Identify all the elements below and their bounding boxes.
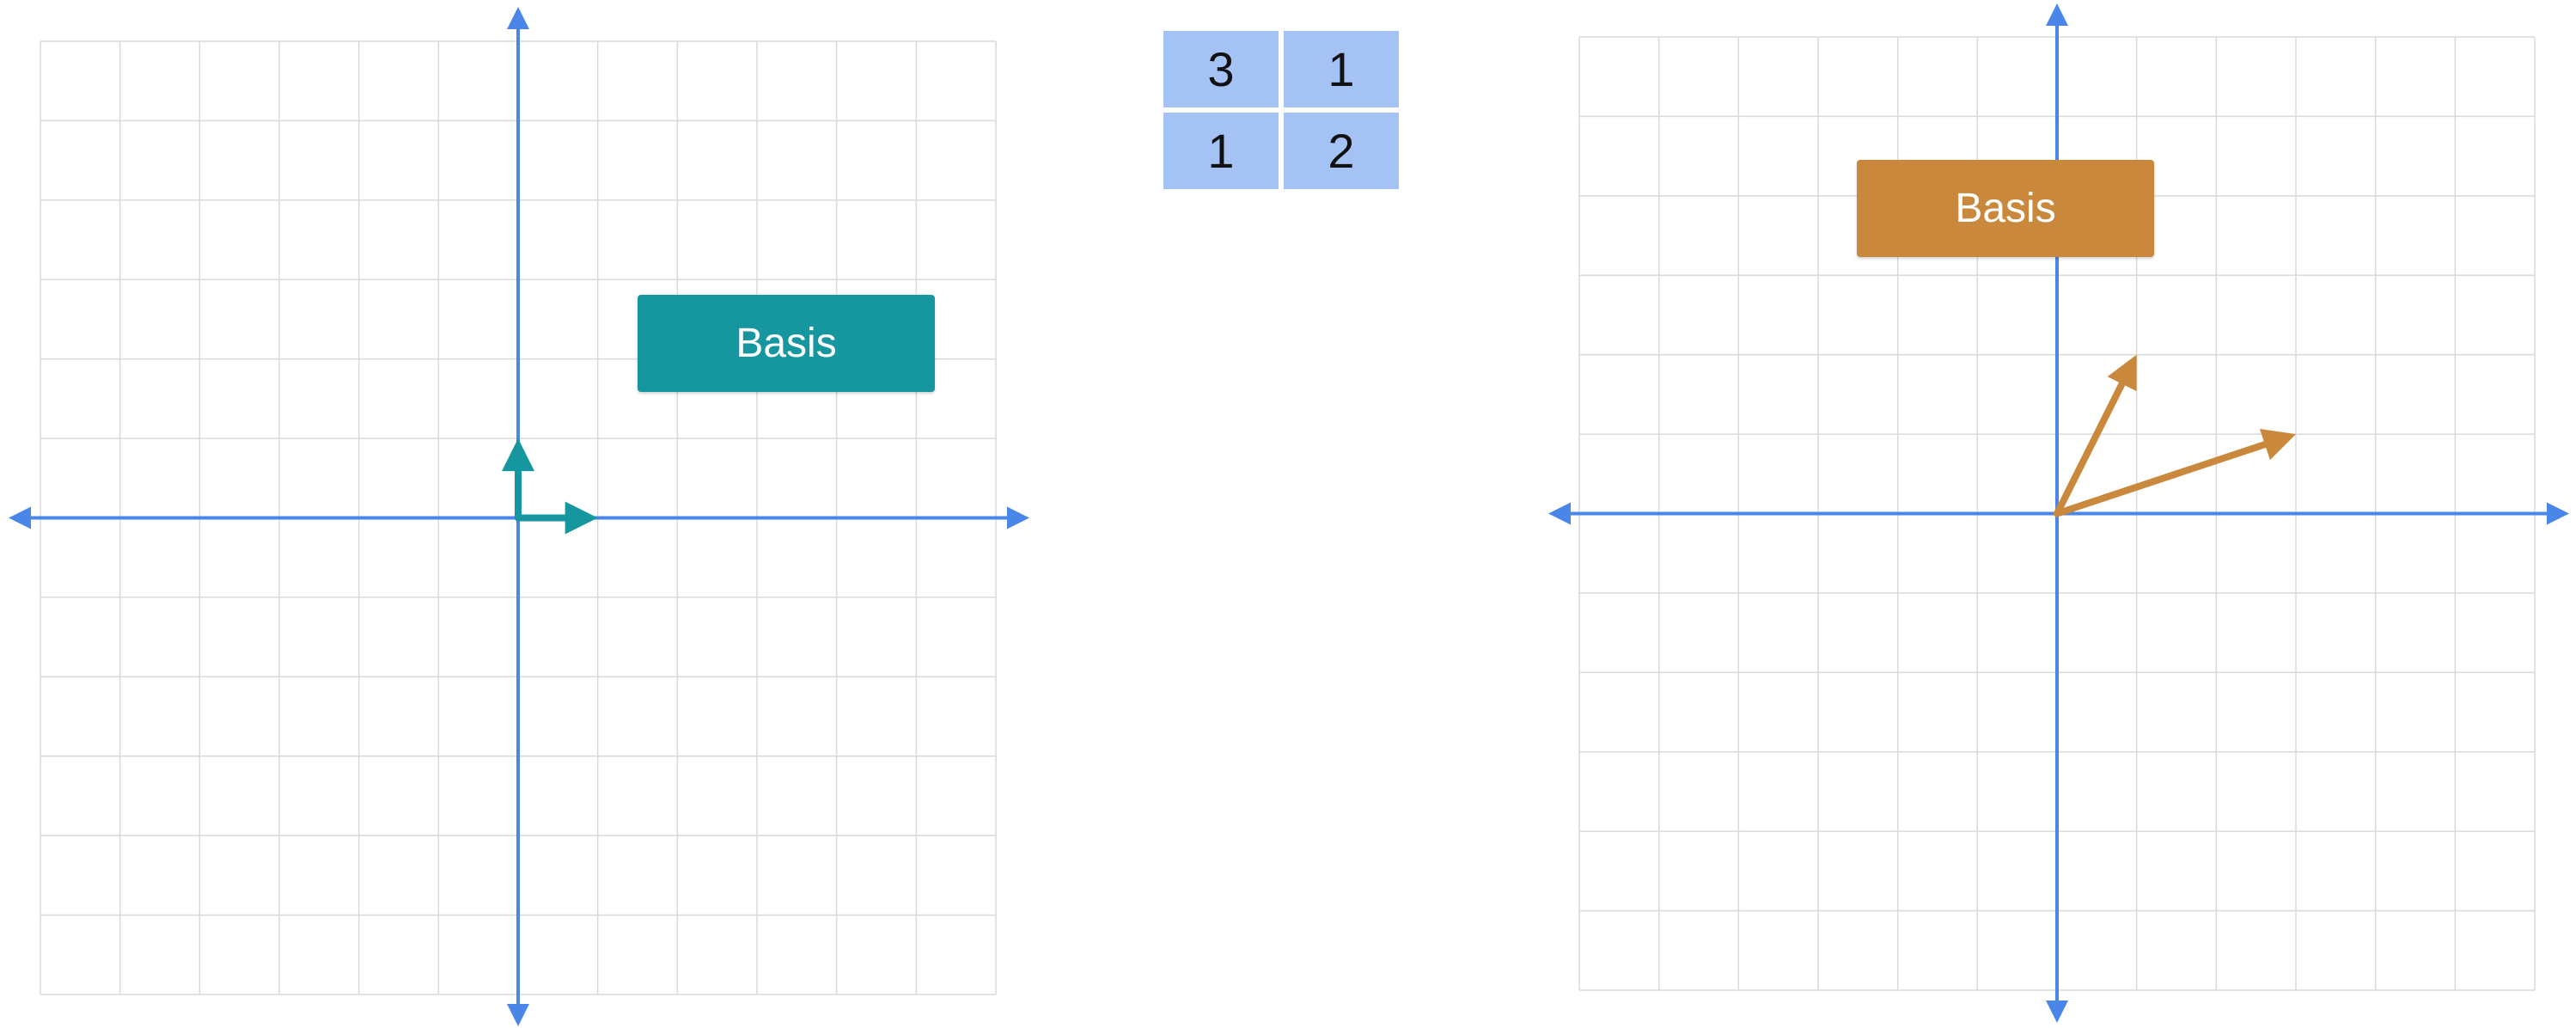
x-axis-right-arrow <box>2547 502 2569 525</box>
matrix-cell-r2c1: 1 <box>1163 113 1279 189</box>
matrix-cell-r1c1: 3 <box>1163 31 1279 107</box>
transformed-i-hat-arrowhead <box>2259 429 2296 461</box>
x-axis-left-arrow <box>1548 502 1571 525</box>
transformed-j-hat-arrowhead <box>2107 354 2137 392</box>
matrix-cell-r2c2: 2 <box>1284 113 1399 189</box>
x-axis-left-arrow <box>9 506 31 529</box>
y-axis-bottom-arrow <box>507 1004 529 1026</box>
matrix-cell-r1c2: 1 <box>1284 31 1399 107</box>
right-coordinate-plane <box>1548 3 2569 1023</box>
j-hat-arrowhead <box>502 438 534 472</box>
transformed-i-hat-vector <box>2054 439 2272 517</box>
left-coordinate-plane <box>9 7 1029 1026</box>
i-hat-arrowhead <box>565 501 598 535</box>
transformation-matrix: 3 1 1 2 <box>1163 31 1399 189</box>
left-basis-label: Basis <box>638 295 935 392</box>
right-basis-label: Basis <box>1857 160 2154 257</box>
transformed-j-hat-vector <box>2054 377 2127 517</box>
x-axis-right-arrow <box>1007 506 1029 529</box>
y-axis-top-arrow <box>507 7 529 29</box>
y-axis-top-arrow <box>2046 3 2068 26</box>
y-axis-bottom-arrow <box>2046 1000 2068 1023</box>
